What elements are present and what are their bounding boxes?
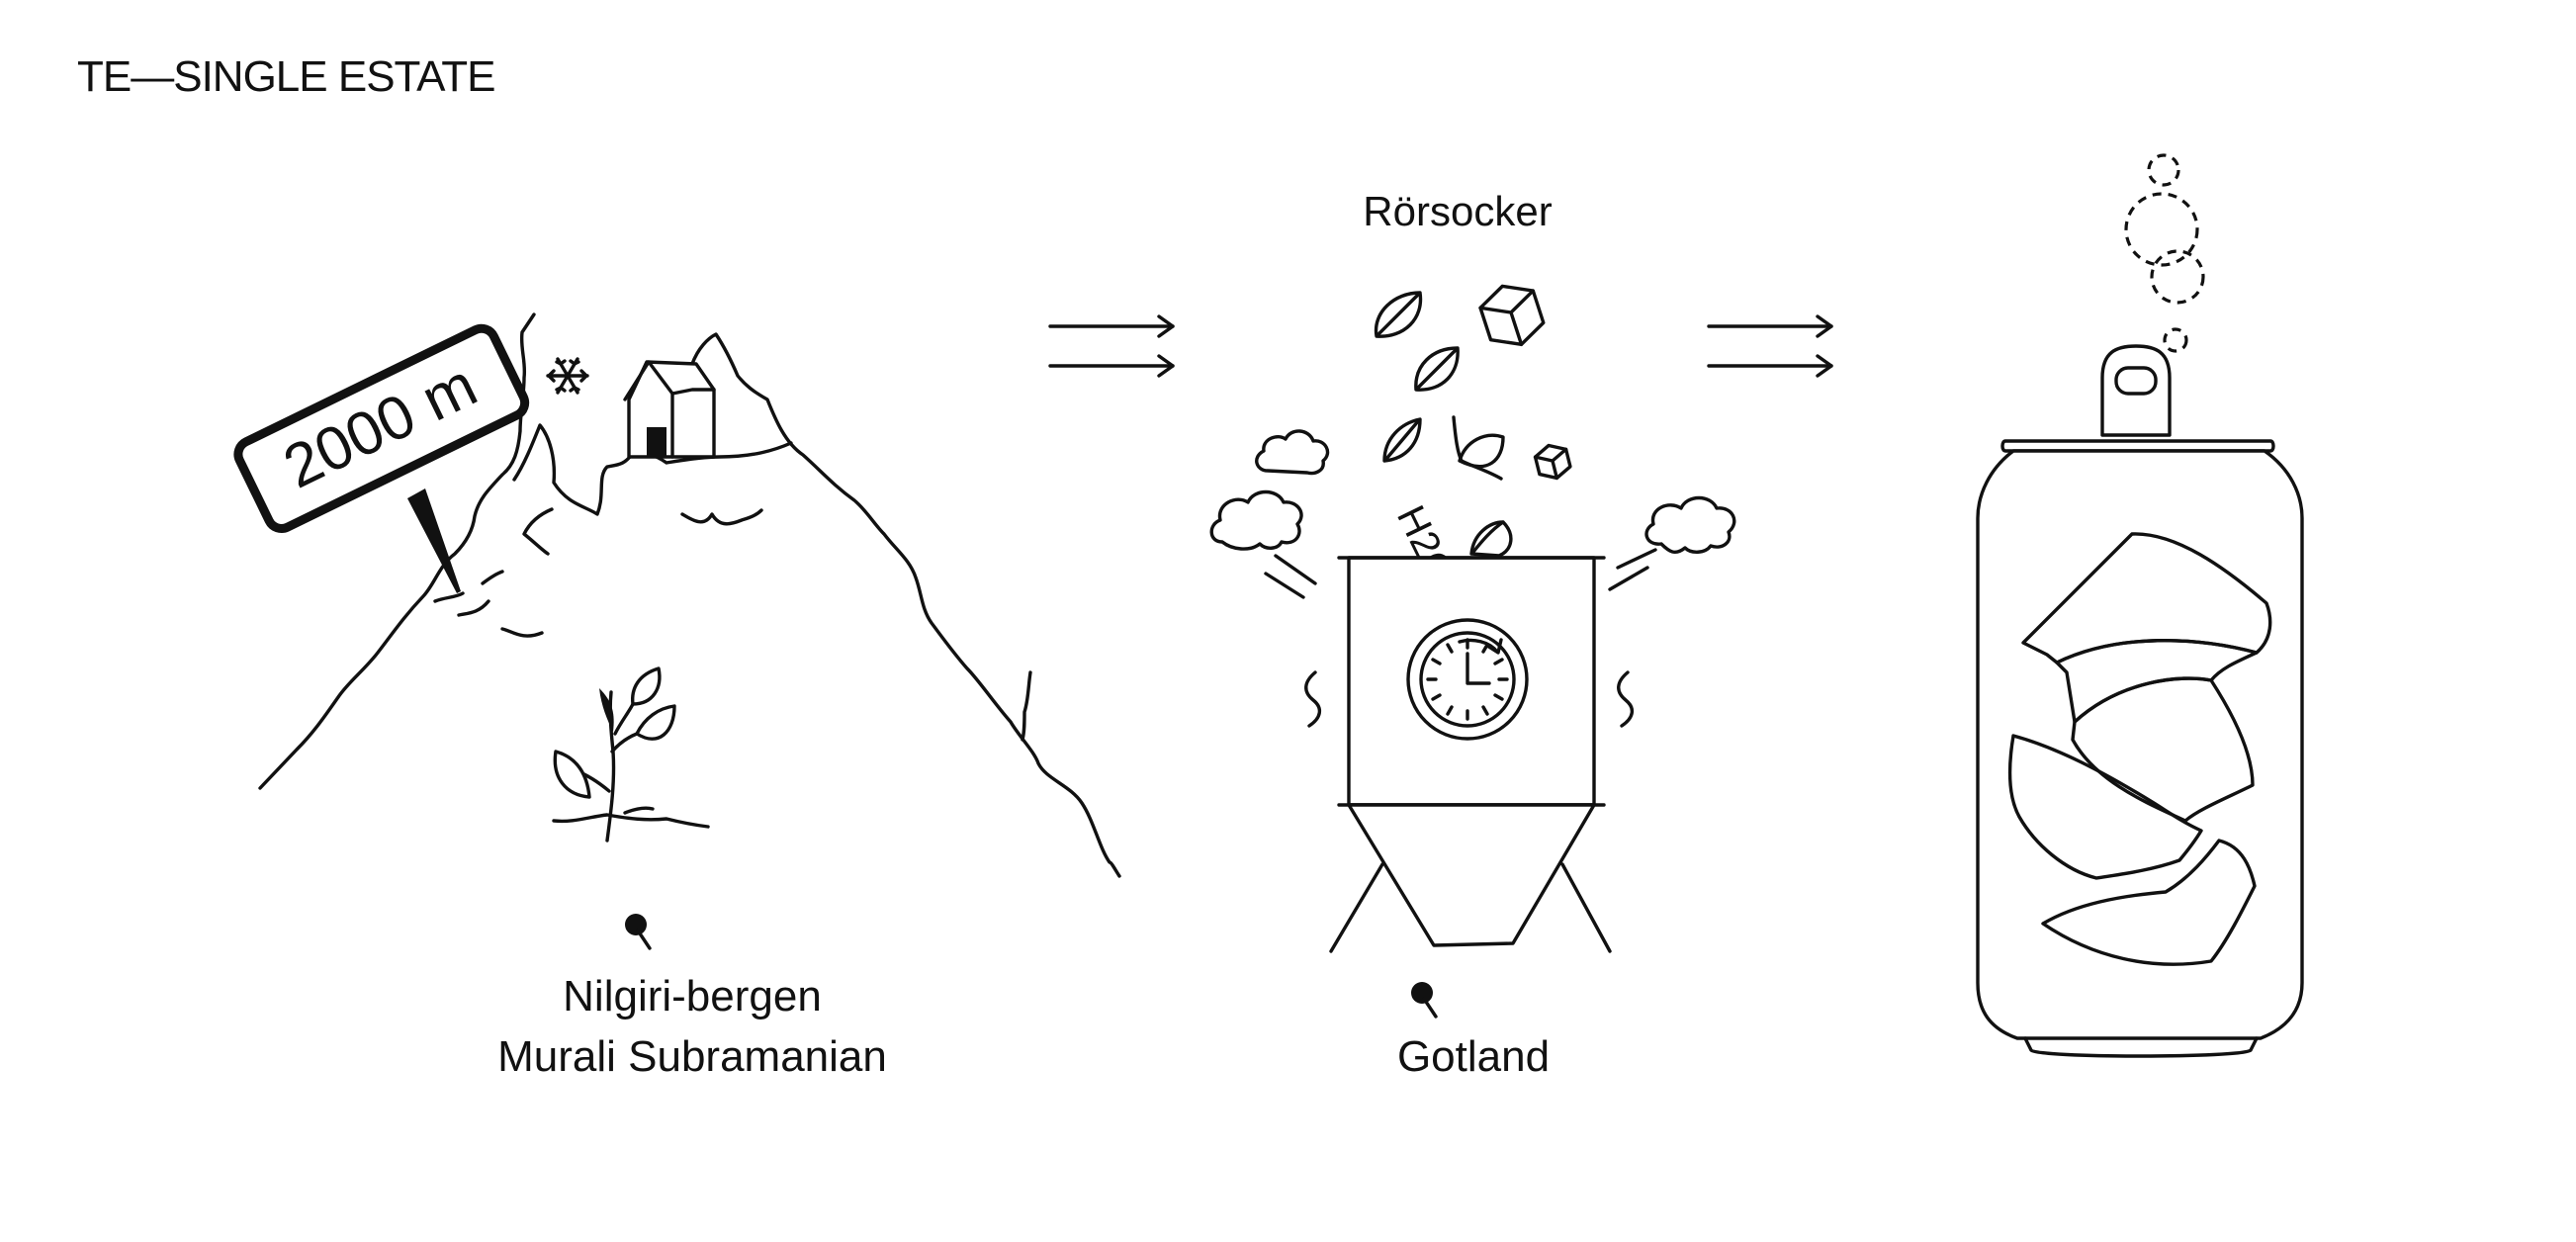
tea-seedling-icon (552, 666, 710, 843)
double-arrow-icon-2 (1707, 314, 1833, 378)
sugar-label: Rörsocker (1363, 188, 1552, 234)
timer-clock-icon (1406, 618, 1529, 741)
sugar-cube-icon (1478, 284, 1546, 347)
sugar-cube-small-icon (1533, 443, 1572, 481)
origin-location-pin (625, 914, 652, 950)
soda-can (1976, 344, 2304, 1058)
bubbles-icon (2124, 153, 2205, 353)
fermentation-tank (1329, 556, 1612, 953)
production-place-label: Gotland (1397, 1032, 1550, 1081)
vibration-squiggles (1304, 670, 1634, 728)
production-location-pin (1411, 982, 1438, 1019)
cabin-icon (623, 360, 716, 459)
origin-place-label: Nilgiri-bergen (563, 972, 822, 1020)
snowflake-icon (546, 357, 589, 395)
grower-name-label: Murali Subramanian (497, 1032, 887, 1081)
steam-cloud-icon (1209, 429, 1736, 555)
tea-leaf-icon (1374, 291, 1513, 558)
altitude-sign: 2000 m (233, 323, 530, 593)
steam-lines (1264, 548, 1657, 599)
double-arrow-icon (1048, 314, 1175, 378)
page-title: TE—SINGLE ESTATE (77, 52, 494, 101)
